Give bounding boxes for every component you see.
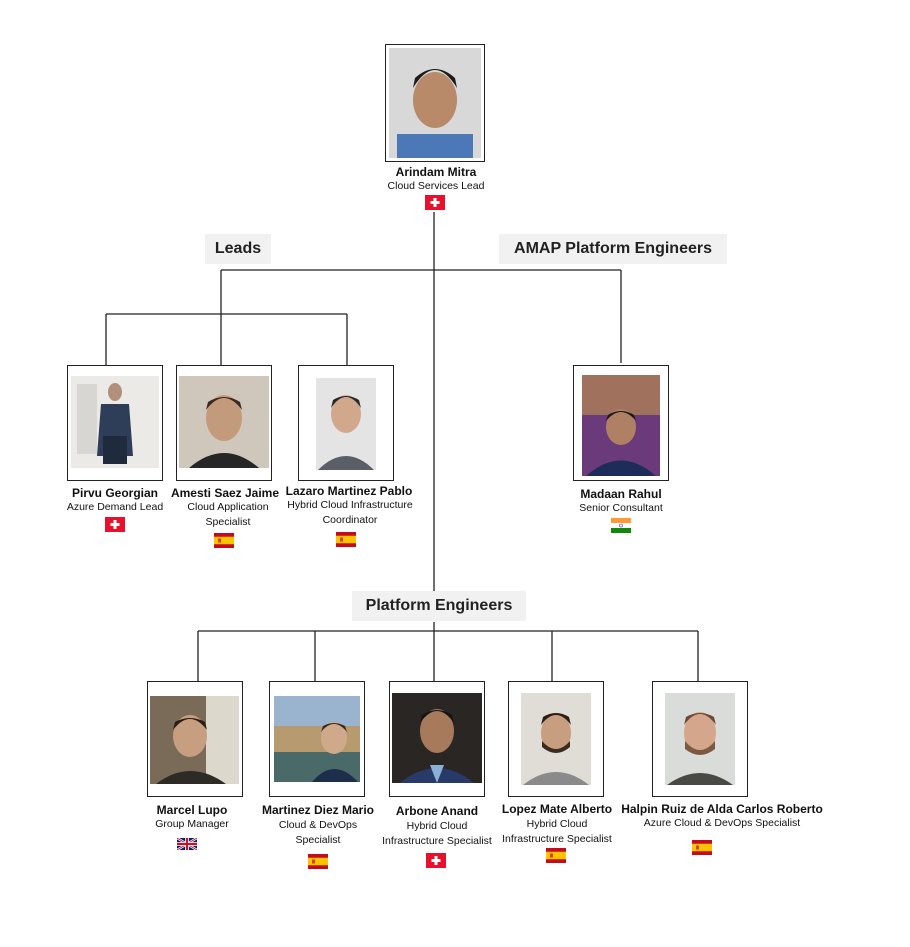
spain-flag-icon xyxy=(214,533,234,548)
person-name: Arindam Mitra xyxy=(395,165,477,179)
spain-flag-icon xyxy=(308,854,328,869)
person-name: Madaan Rahul xyxy=(580,487,662,501)
person-name: Lopez Mate Alberto xyxy=(501,802,613,816)
switzerland-flag-icon xyxy=(425,195,445,210)
section-label-platform-engineers: Platform Engineers xyxy=(352,591,526,621)
person-role: Hybrid Cloud Infrastructure Specialist xyxy=(382,820,492,847)
person-role: Cloud & DevOps Specialist xyxy=(278,819,358,846)
person-name: Pirvu Georgian xyxy=(71,486,159,500)
united-kingdom-flag-icon xyxy=(177,838,197,850)
person-name: Halpin Ruiz de Alda Carlos Roberto xyxy=(621,802,823,816)
portrait-amesti xyxy=(179,376,269,468)
person-role: Hybrid Cloud Infrastructure Specialist xyxy=(502,818,612,845)
portrait-arindam xyxy=(389,48,481,158)
spain-flag-icon xyxy=(692,840,712,855)
person-role: Group Manager xyxy=(155,818,229,830)
section-label-leads: Leads xyxy=(205,234,271,264)
person-role: Hybrid Cloud Infrastructure Coordinator xyxy=(287,499,413,526)
person-role: Cloud Services Lead xyxy=(387,180,485,192)
portrait-marcel xyxy=(150,696,239,784)
person-name: Martinez Diez Mario xyxy=(261,803,375,817)
switzerland-flag-icon xyxy=(426,853,446,868)
spain-flag-icon xyxy=(546,848,566,863)
person-role: Senior Consultant xyxy=(579,502,663,514)
section-label-amap-platform-engineers: AMAP Platform Engineers xyxy=(499,234,727,264)
portrait-lazaro xyxy=(316,378,376,470)
spain-flag-icon xyxy=(336,532,356,547)
portrait-pirvu xyxy=(71,376,159,468)
person-name: Marcel Lupo xyxy=(156,803,228,817)
person-role: Azure Cloud & DevOps Specialist xyxy=(643,817,801,829)
portrait-halpin xyxy=(665,693,735,785)
india-flag-icon xyxy=(611,518,631,533)
person-name: Arbone Anand xyxy=(395,804,479,818)
person-name: Lazaro Martinez Pablo xyxy=(285,484,413,498)
person-role: Cloud Application Specialist xyxy=(187,501,269,528)
person-name: Amesti Saez Jaime xyxy=(170,486,280,500)
portrait-martinez xyxy=(274,696,360,782)
portrait-lopez xyxy=(521,693,591,785)
portrait-arbone xyxy=(392,693,482,783)
person-role: Azure Demand Lead xyxy=(66,501,164,513)
portrait-madaan xyxy=(582,375,660,476)
switzerland-flag-icon xyxy=(105,517,125,532)
